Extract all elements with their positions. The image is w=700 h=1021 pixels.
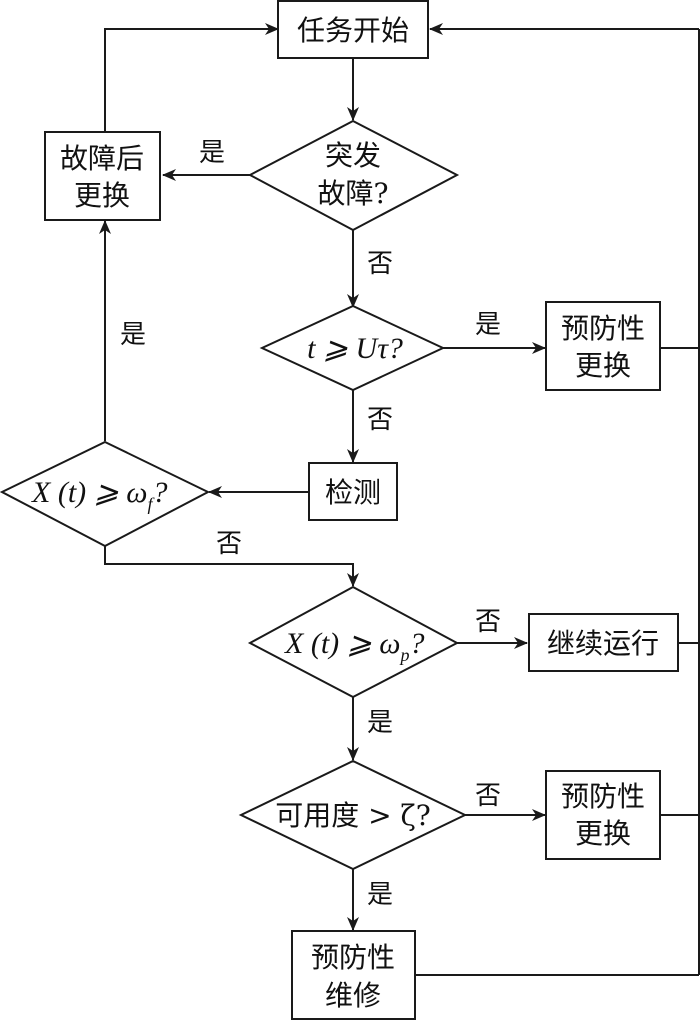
node-preventive-replace-2-line2: 更换	[575, 817, 631, 850]
label-time-no: 否	[367, 405, 393, 435]
label-sudden-no: 否	[367, 249, 393, 279]
node-start: 任务开始	[277, 0, 429, 59]
node-continue-run-label: 继续运行	[547, 627, 659, 660]
label-avail-no: 否	[475, 781, 501, 811]
node-preventive-replace-2: 预防性 更换	[545, 770, 661, 860]
node-availability-label: 可用度 > ζ?	[275, 799, 430, 832]
node-pm-threshold-label: X (t) ⩾ ωp?	[284, 627, 424, 665]
node-sudden-failure-line2: 故障?	[317, 177, 388, 210]
node-continue-run: 继续运行	[528, 613, 679, 672]
node-post-failure-line2: 更换	[74, 179, 130, 212]
node-time-check-label: t ⩾ Uτ?	[307, 332, 403, 365]
node-failure-threshold-label: X (t) ⩾ ωf?	[31, 476, 167, 514]
node-preventive-replace-1-line1: 预防性	[561, 312, 645, 345]
label-fail-no: 否	[216, 529, 242, 559]
node-sudden-failure-line1: 突发	[325, 139, 381, 172]
edge-post-failure-to-start	[104, 23, 279, 132]
node-start-label: 任务开始	[297, 14, 409, 47]
label-pm-yes: 是	[367, 708, 393, 738]
node-preventive-replace-1: 预防性 更换	[545, 301, 661, 391]
node-sudden-failure: 突发 故障?	[247, 119, 460, 232]
label-avail-yes: 是	[367, 880, 393, 910]
node-post-failure-line1: 故障后	[60, 142, 144, 175]
label-fail-yes: 是	[120, 320, 146, 350]
node-failure-threshold: X (t) ⩾ ωf?	[0, 440, 211, 548]
label-time-yes: 是	[475, 310, 501, 340]
edge-fail-no	[104, 545, 359, 587]
node-time-check: t ⩾ Uτ?	[259, 304, 446, 392]
node-inspect-label: 检测	[325, 476, 381, 509]
node-post-failure-replace: 故障后 更换	[44, 131, 161, 221]
label-sudden-yes: 是	[199, 138, 225, 168]
node-preventive-maintain-line1: 预防性	[311, 941, 395, 974]
node-availability-check: 可用度 > ζ?	[238, 759, 468, 871]
node-inspect: 检测	[308, 462, 398, 521]
node-preventive-maintain-line2: 维修	[325, 979, 381, 1012]
node-pm-threshold: X (t) ⩾ ωp?	[247, 585, 460, 699]
node-preventive-maintain: 预防性 维修	[291, 930, 416, 1020]
label-pm-no: 否	[475, 607, 501, 637]
node-preventive-replace-1-line2: 更换	[575, 349, 631, 382]
node-preventive-replace-2-line1: 预防性	[561, 780, 645, 813]
